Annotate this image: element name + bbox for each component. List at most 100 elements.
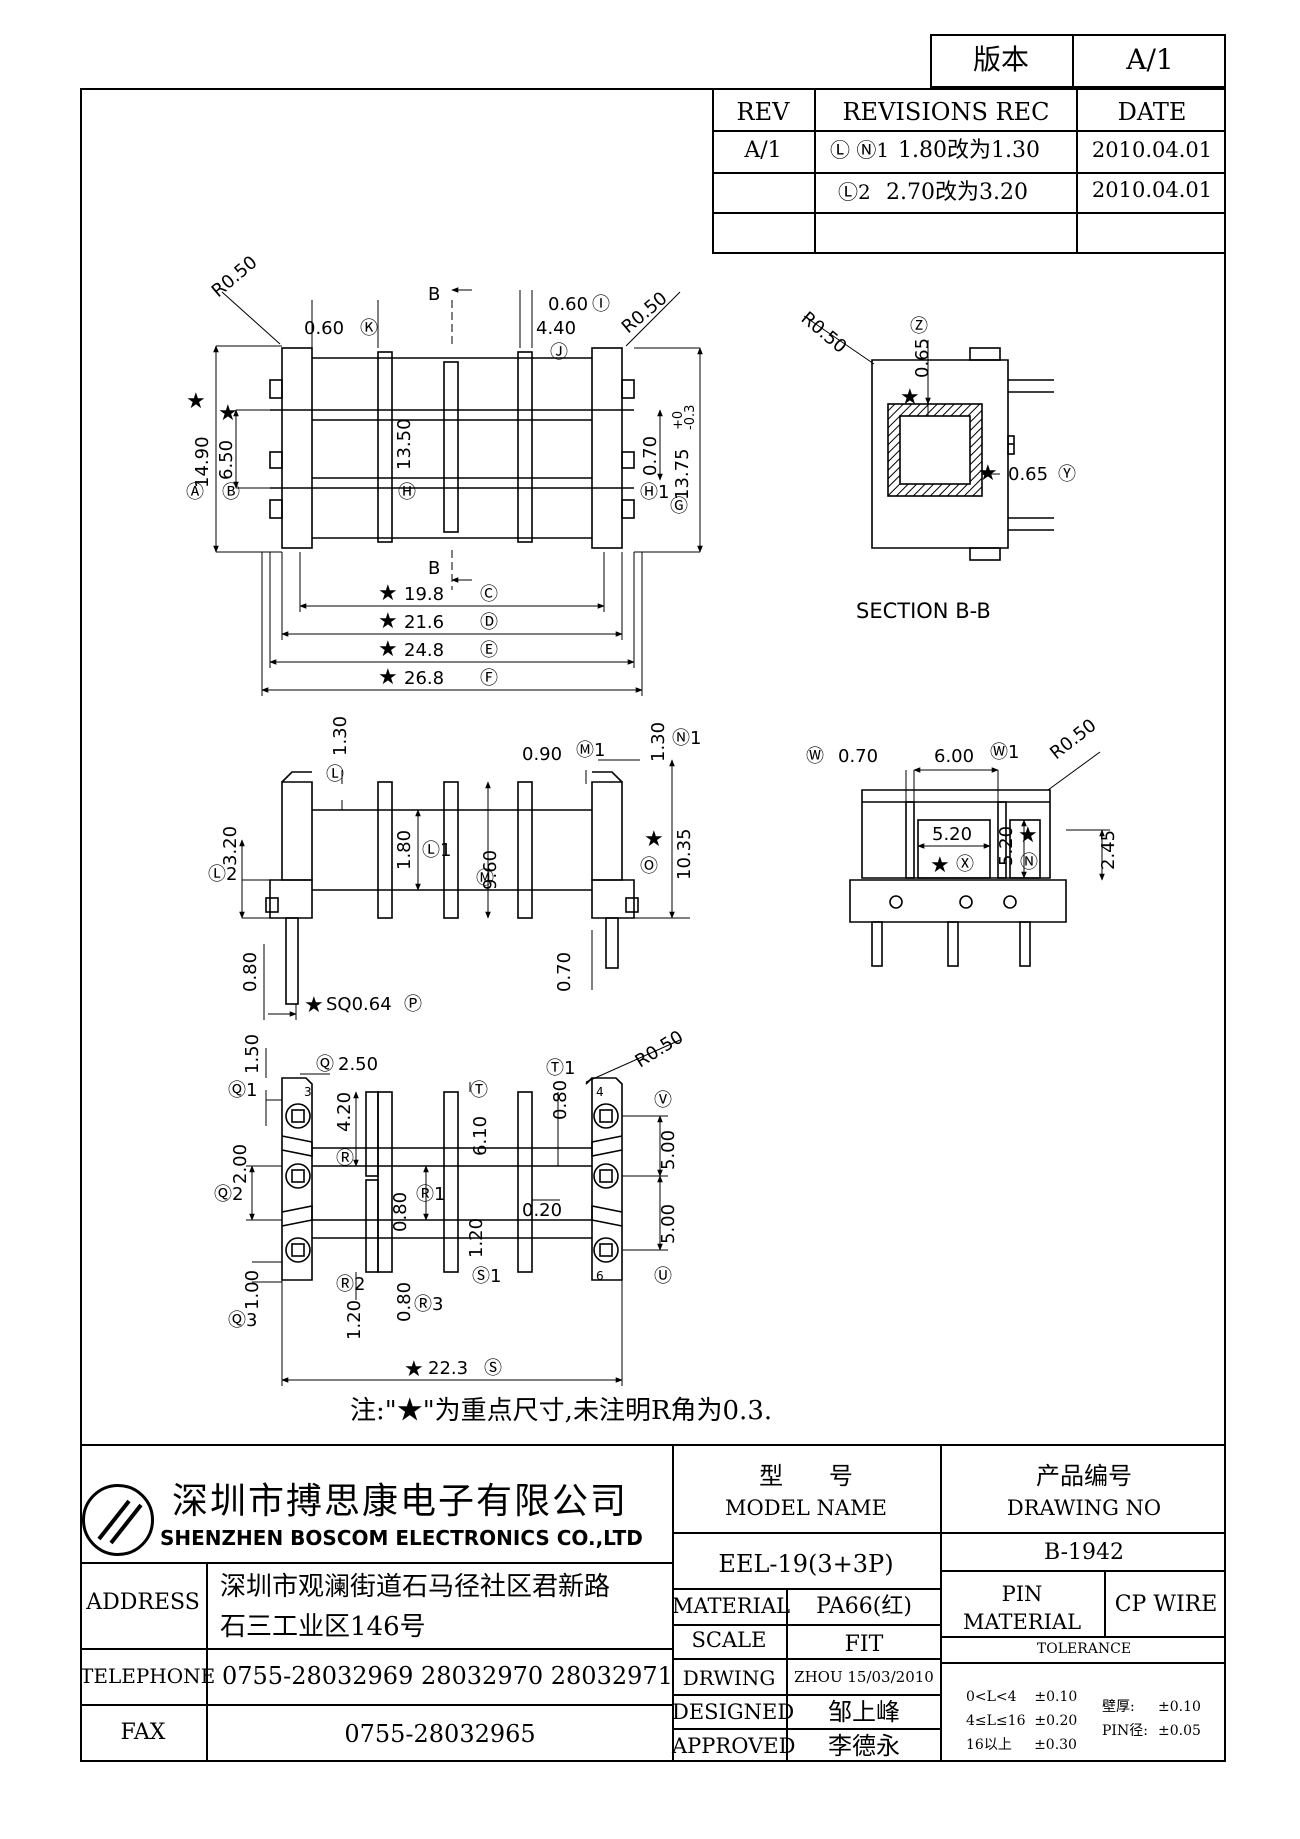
dim-r050-right: R0.50 xyxy=(618,288,672,338)
version-box-divider xyxy=(1072,34,1074,88)
contact-label-divider xyxy=(206,1562,208,1762)
bottom-420-value: 4.20 xyxy=(334,1092,355,1132)
bottom-223-value: 22.3 xyxy=(428,1358,468,1379)
drawing-label-en: DRAWING NO xyxy=(1006,1496,1162,1520)
rev-row1-rev: A/1 xyxy=(744,138,782,163)
star-mark: ★ xyxy=(186,389,206,414)
dim-248-value: 24.8 xyxy=(404,640,444,661)
bottom-150-value: 1.50 xyxy=(242,1034,263,1074)
dim-216-value: 21.6 xyxy=(404,612,444,633)
tolerance-row-3: 16以上 ±0.30 xyxy=(966,1737,1077,1753)
rev-col-line-1 xyxy=(814,88,816,254)
version-label: 版本 xyxy=(972,43,1029,76)
end-view-stars: ★ ★ xyxy=(930,823,1038,878)
top-view-labels: R0.50 0.60 Ⓚ 0.60 Ⓘ 4.40 Ⓙ R0.50 B B 14.… xyxy=(186,252,698,689)
bottom-080-r1-value: 0.80 xyxy=(390,1192,411,1232)
dim-070-value: 0.70 xyxy=(640,436,661,476)
bottom-080-r3-value: 0.80 xyxy=(394,1282,415,1322)
end-520-n-value: 5.20 xyxy=(996,826,1017,866)
side-960-value: 9.60 xyxy=(480,850,501,890)
side-n1-marker: Ⓝ1 xyxy=(672,728,701,749)
telephone-label: TELEPHONE xyxy=(80,1664,216,1688)
section-view xyxy=(871,347,1054,561)
logo-slash-icon xyxy=(97,1499,143,1545)
top-view xyxy=(269,347,635,549)
side-080-value: 0.80 xyxy=(240,952,261,992)
pin-material-label: PIN MATERIAL xyxy=(962,1582,1082,1634)
drawing-no-value: B-1942 xyxy=(1044,1540,1124,1565)
star-mark: ★ xyxy=(378,637,398,662)
bottom-500-a-value: 5.00 xyxy=(658,1130,679,1170)
bottom-r2-marker: Ⓡ2 xyxy=(336,1274,365,1295)
rev-header-date: DATE xyxy=(1117,98,1187,126)
star-mark: ★ xyxy=(378,609,398,634)
tolerance-label: TOLERANCE xyxy=(1036,1641,1132,1657)
section-title: SECTION B-B xyxy=(856,599,991,623)
spec-label-divider xyxy=(786,1588,788,1762)
end-n-marker: Ⓝ xyxy=(1020,852,1038,873)
end-w-marker: Ⓦ xyxy=(806,746,824,767)
bottom-610-value: 6.10 xyxy=(470,1116,491,1156)
bottom-080-t1-value: 0.80 xyxy=(550,1080,571,1120)
designed-label: DESIGNED xyxy=(672,1700,795,1724)
section-y-marker: Ⓨ xyxy=(1058,464,1076,485)
dim-e-marker: Ⓔ xyxy=(480,640,498,661)
bottom-r050: R0.50 xyxy=(632,1027,688,1073)
drawing-note: 注:"★"为重点尺寸,未注明R角为0.3. xyxy=(350,1396,773,1426)
side-view xyxy=(265,771,639,1005)
rev-row-line-1 xyxy=(712,130,1226,132)
section-065-z: 0.65 xyxy=(912,338,933,378)
rev-row1-marks: Ⓛ Ⓝ1 xyxy=(830,138,890,162)
end-view xyxy=(849,789,1067,967)
pin-diameter-value: ±0.05 xyxy=(1158,1723,1201,1739)
dim-1375-value: 13.75 xyxy=(672,448,693,500)
end-view-dims xyxy=(905,751,1110,881)
dim-1350-value: 13.50 xyxy=(394,418,415,470)
end-r050: R0.50 xyxy=(1046,715,1100,764)
tolerance-row-1: 0<L<4 ±0.10 xyxy=(966,1689,1078,1705)
rev-row2-marks: Ⓛ2 xyxy=(838,180,871,204)
dim-h-marker: Ⓗ xyxy=(398,482,416,503)
material-label: MATERIAL xyxy=(672,1594,791,1618)
star-mark: ★ xyxy=(378,665,398,690)
company-name-en: SHENZHEN BOSCOM ELECTRONICS CO.,LTD xyxy=(160,1526,643,1550)
rev-row-line-3 xyxy=(712,212,1226,214)
rev-row1-change: 1.80改为1.30 xyxy=(898,138,1040,163)
address-label: ADDRESS xyxy=(86,1590,200,1615)
pin-number-3: 3 xyxy=(304,1085,312,1099)
bottom-500-b-value: 5.00 xyxy=(658,1204,679,1244)
model-value: EEL-19(3+3P) xyxy=(718,1550,894,1578)
model-value-line xyxy=(672,1588,940,1590)
dim-h1-marker: Ⓗ1 xyxy=(640,482,669,503)
address-divider xyxy=(80,1648,672,1650)
bottom-q-marker: Ⓠ xyxy=(316,1054,334,1075)
section-r050: R0.50 xyxy=(797,308,851,358)
approved-label: APPROVED xyxy=(672,1734,796,1758)
dim-268-value: 26.8 xyxy=(404,668,444,689)
end-w1-marker: Ⓦ1 xyxy=(990,742,1019,763)
dim-b-marker: Ⓑ xyxy=(222,482,240,503)
dim-198-value: 19.8 xyxy=(404,584,444,605)
bottom-100-value: 1.00 xyxy=(242,1270,263,1310)
wall-thickness-label: 壁厚: xyxy=(1102,1699,1135,1715)
bottom-s1-marker: Ⓢ1 xyxy=(472,1266,501,1287)
section-core-window xyxy=(899,415,971,485)
side-180-value: 1.80 xyxy=(394,830,415,870)
bottom-view-stars: ★ xyxy=(404,1357,424,1382)
side-l1-marker: Ⓛ1 xyxy=(422,840,451,861)
pin-number-4: 4 xyxy=(596,1085,604,1099)
side-070-value: 0.70 xyxy=(554,952,575,992)
top-view-stars: ★ ★ ★ ★ ★ ★ xyxy=(186,389,398,690)
star-mark: ★ xyxy=(978,461,998,486)
side-l-marker: Ⓛ xyxy=(326,764,344,785)
drawing-label-cn: 产品编号 xyxy=(1036,1462,1132,1490)
rev-row-line-2 xyxy=(712,172,1226,174)
side-130-n1-value: 1.30 xyxy=(648,722,669,762)
version-box xyxy=(930,34,1226,88)
dim-a-marker: Ⓐ xyxy=(186,482,204,503)
scale-value: FIT xyxy=(844,1632,884,1657)
model-header-line xyxy=(672,1532,1226,1534)
section-dims xyxy=(803,315,1000,477)
dim-1490-value: 14.90 xyxy=(192,436,213,488)
dim-c-marker: Ⓒ xyxy=(480,584,498,605)
